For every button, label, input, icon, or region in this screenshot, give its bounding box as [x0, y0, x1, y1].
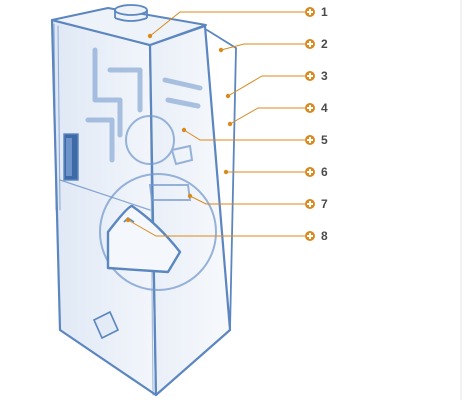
top-cap — [114, 4, 148, 22]
leader-line-2 — [220, 43, 305, 51]
callout-number: 4 — [321, 101, 328, 115]
callout-number: 2 — [321, 37, 328, 51]
plus-icon — [305, 231, 315, 241]
plus-icon — [305, 39, 315, 49]
anchor-dot-6 — [223, 169, 229, 175]
anchor-dot-3 — [225, 93, 231, 99]
bottom-pad — [92, 310, 120, 340]
callout-number: 7 — [321, 197, 328, 211]
callout-1[interactable]: 1 — [305, 4, 337, 20]
callout-7[interactable]: 7 — [305, 196, 337, 212]
leader-line-7 — [189, 195, 305, 205]
callout-number: 1 — [321, 5, 328, 19]
leader-line-5 — [183, 129, 305, 141]
frame-edge — [460, 0, 462, 400]
callout-number: 6 — [321, 165, 328, 179]
internal-components — [85, 47, 203, 163]
side-slot — [63, 133, 79, 181]
plus-icon — [305, 199, 315, 209]
plus-icon — [305, 167, 315, 177]
callout-3[interactable]: 3 — [305, 68, 337, 84]
leader-line-8 — [127, 219, 305, 237]
leader-line-4 — [229, 107, 305, 125]
anchor-dot-5 — [181, 127, 187, 133]
callout-2[interactable]: 2 — [305, 36, 337, 52]
housing — [50, 7, 237, 397]
callout-number: 5 — [321, 133, 328, 147]
callout-4[interactable]: 4 — [305, 100, 337, 116]
plus-icon — [305, 71, 315, 81]
anchor-points — [125, 33, 233, 223]
callout-8[interactable]: 8 — [305, 228, 337, 244]
anchor-dot-4 — [227, 121, 233, 127]
anchor-dot-2 — [218, 47, 224, 53]
plus-icon — [305, 103, 315, 113]
callout-number: 3 — [321, 69, 328, 83]
leader-lines — [127, 11, 305, 237]
anchor-dot-8 — [125, 217, 131, 223]
plus-icon — [305, 7, 315, 17]
drum-sketch — [99, 115, 217, 291]
plus-icon — [305, 135, 315, 145]
anchor-dot-7 — [187, 193, 193, 199]
leader-line-1 — [149, 11, 305, 37]
callout-5[interactable]: 5 — [305, 132, 337, 148]
anchor-dot-1 — [147, 33, 153, 39]
leader-line-3 — [227, 75, 305, 97]
callout-6[interactable]: 6 — [305, 164, 337, 180]
callout-number: 8 — [321, 229, 328, 243]
